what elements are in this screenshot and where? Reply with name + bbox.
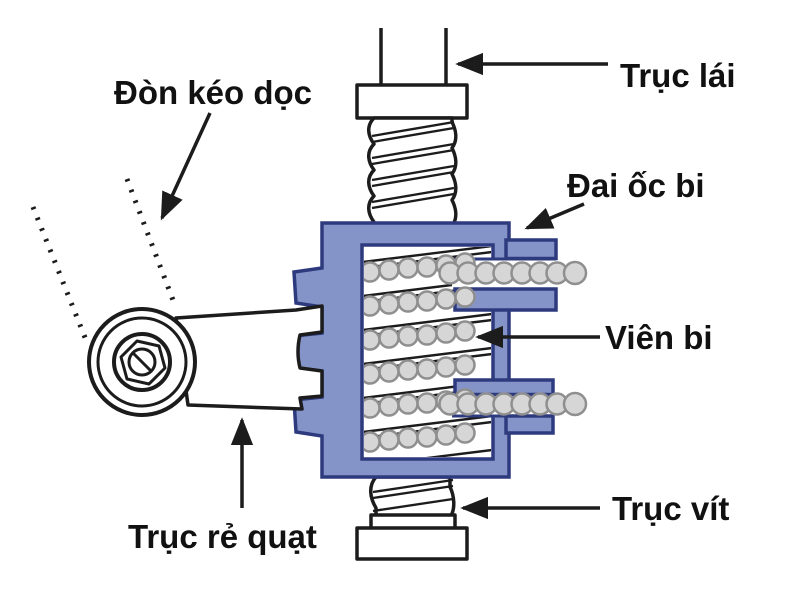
separated-ball (562, 260, 588, 286)
ball-row (364, 422, 476, 453)
worm-screw-upper (367, 116, 458, 228)
ball-spiral-rows (364, 252, 476, 453)
flange-strip-lower (504, 414, 555, 435)
ball-joint (87, 307, 197, 417)
ball-row (364, 320, 476, 351)
shaft-collar (355, 83, 469, 120)
nut-slot (131, 351, 154, 374)
dai-oc-bi-arrow (524, 202, 585, 230)
label-truc-vit: Trục vít (612, 490, 729, 527)
label-truc-re-quat: Trục rẻ quạt (128, 518, 317, 555)
steering-shaft (355, 28, 469, 120)
ball-return-row-upper (438, 260, 588, 286)
ball-row (364, 286, 476, 317)
separated-ball (562, 391, 588, 417)
ball-return-row-lower (438, 391, 588, 417)
screw-base-block (355, 526, 469, 561)
flange-strip-upper (504, 238, 558, 261)
don-keo-doc-arrow (160, 112, 212, 221)
label-truc-lai: Trục lái (620, 57, 736, 94)
label-don-keo-doc: Đòn kéo dọc (114, 74, 312, 111)
label-dai-oc-bi: Đai ốc bi (567, 167, 705, 204)
screw-threads-upper (371, 120, 455, 210)
worm-screw-lower (355, 475, 469, 561)
sector-shaft-arm (87, 304, 324, 417)
label-vien-bi: Viên bi (605, 319, 713, 356)
ball-row (364, 354, 476, 385)
drag-link-dashed-lines (30, 178, 179, 346)
screw-threads-lower (372, 478, 454, 513)
